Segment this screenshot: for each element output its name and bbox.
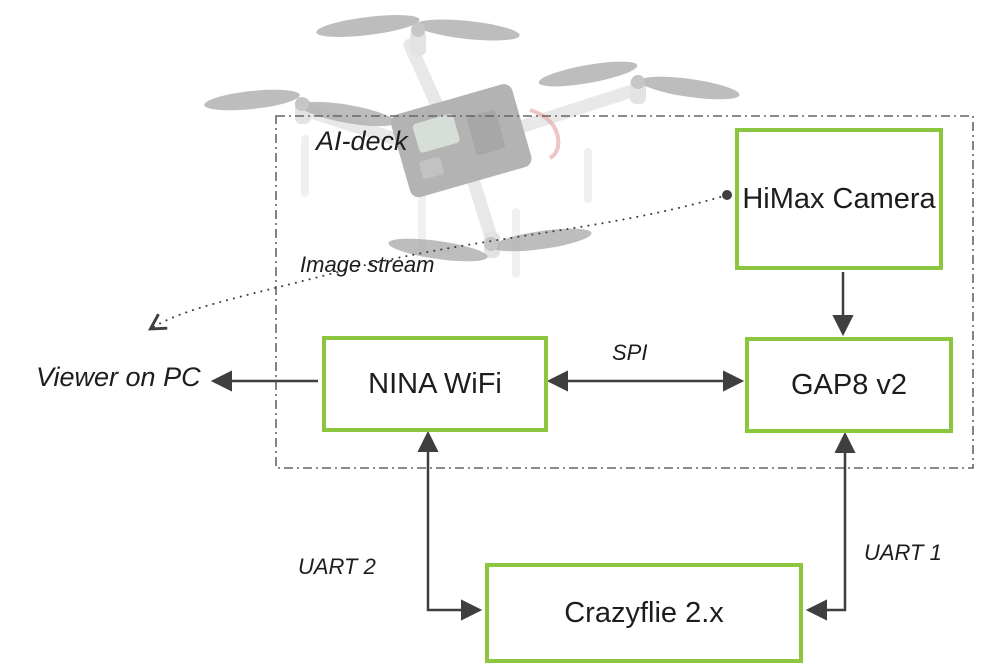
edge-image-stream [147, 194, 728, 331]
image-stream-origin-dot [722, 190, 732, 200]
node-gap8-v2-label: GAP8 v2 [790, 368, 908, 401]
node-himax-camera: HiMax Camera [735, 128, 943, 270]
node-nina-wifi: NINA WiFi [322, 336, 548, 432]
node-nina-wifi-label: NINA WiFi [368, 367, 502, 400]
uart2-label: UART 2 [298, 554, 376, 579]
node-himax-camera-label: HiMax Camera [742, 182, 936, 215]
spi-label: SPI [612, 340, 648, 365]
node-crazyflie: Crazyflie 2.x [485, 563, 803, 663]
node-crazyflie-label: Crazyflie 2.x [564, 596, 724, 629]
uart1-label: UART 1 [864, 540, 942, 565]
edge-uart1 [805, 431, 856, 621]
node-gap8-v2: GAP8 v2 [745, 337, 953, 433]
image-stream-label: Image stream [300, 252, 435, 277]
viewer-on-pc-label: Viewer on PC [36, 362, 201, 392]
ai-deck-label: AI-deck [316, 126, 408, 156]
edge-uart2 [417, 430, 483, 621]
